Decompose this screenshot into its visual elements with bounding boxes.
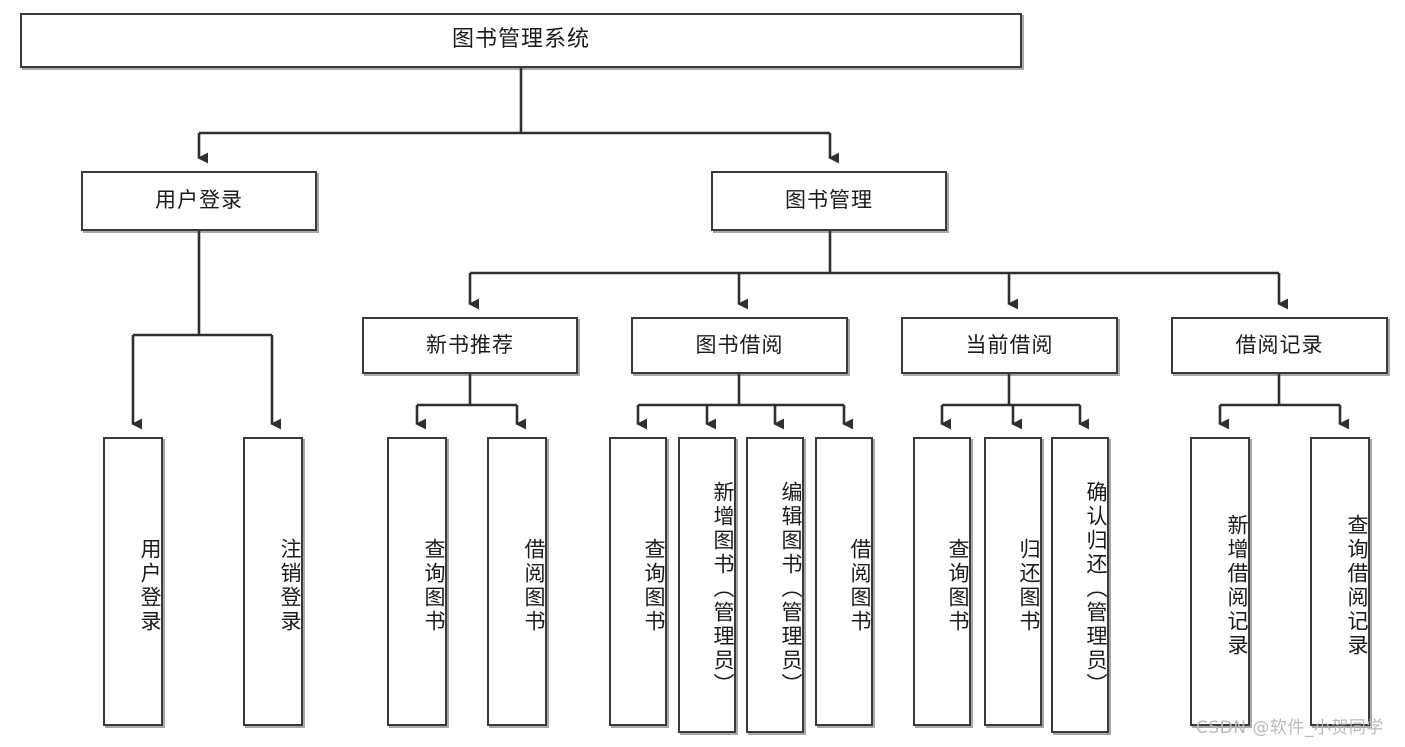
node-book-management[interactable]: 图书管理 <box>711 171 947 231</box>
leaf-add-book-admin[interactable]: 新增图书（管理员） <box>678 437 736 733</box>
leaf-return-book[interactable]: 归还图书 <box>984 437 1042 726</box>
leaf-user-logout[interactable]: 注销登录 <box>243 437 303 726</box>
csdn-watermark: CSDN @软件_小贺同学 <box>1196 718 1384 738</box>
leaf-add-borrow-record[interactable]: 新增借阅记录 <box>1190 437 1250 726</box>
node-current-borrow[interactable]: 当前借阅 <box>901 317 1118 374</box>
node-root-system[interactable]: 图书管理系统 <box>20 13 1022 68</box>
leaf-query-borrow-record[interactable]: 查询借阅记录 <box>1310 437 1370 726</box>
node-user-login[interactable]: 用户登录 <box>81 171 317 231</box>
leaf-query-book-borrow[interactable]: 查询图书 <box>609 437 667 726</box>
leaf-query-book-current[interactable]: 查询图书 <box>913 437 971 726</box>
node-borrow-record[interactable]: 借阅记录 <box>1171 317 1388 374</box>
leaf-confirm-return-admin[interactable]: 确认归还（管理员） <box>1051 437 1109 733</box>
node-book-borrow[interactable]: 图书借阅 <box>631 317 848 374</box>
leaf-query-book-recommend[interactable]: 查询图书 <box>387 437 447 726</box>
leaf-borrow-book[interactable]: 借阅图书 <box>815 437 873 726</box>
leaf-borrow-book-recommend[interactable]: 借阅图书 <box>487 437 547 726</box>
leaf-user-login[interactable]: 用户登录 <box>103 437 163 726</box>
leaf-edit-book-admin[interactable]: 编辑图书（管理员） <box>746 437 804 733</box>
node-new-book-recommend[interactable]: 新书推荐 <box>362 317 578 374</box>
